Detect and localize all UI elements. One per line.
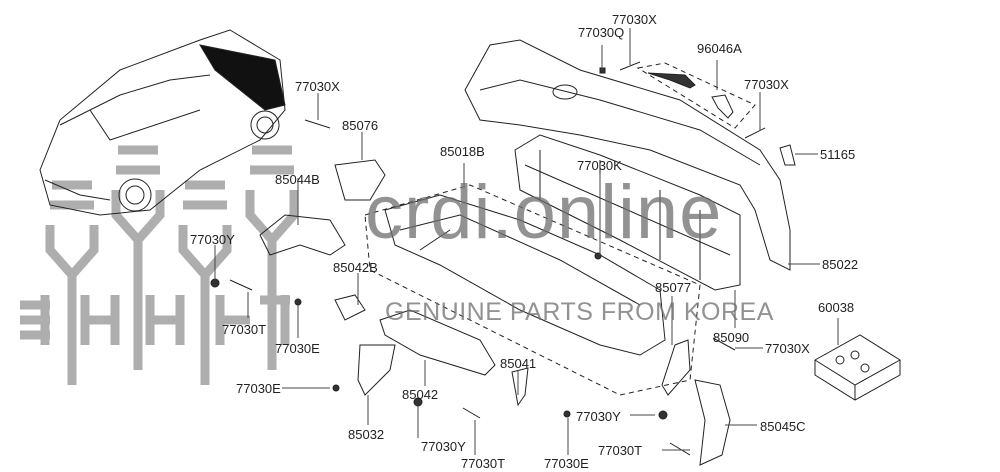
callout-77030E: 77030E [275,341,320,356]
lower-diffuser [364,184,701,396]
side-bracket-right [511,144,796,466]
clip-kit-box [814,334,901,401]
side-bracket-left [259,159,496,396]
watermark-logo [20,145,299,385]
callout-85076: 85076 [342,118,379,133]
callout-85045C: 85045C [760,419,806,434]
callout-77030X: 77030X [295,79,340,94]
callout-85022: 85022 [822,257,859,272]
rear-bumper-cover [464,39,791,271]
callout-77030Y: 77030Y [421,439,466,454]
callout-77030X: 77030X [765,341,810,356]
callout-85032: 85032 [348,427,385,442]
callout-77030K: 77030K [577,158,622,173]
callout-77030X: 77030X [612,12,657,27]
callout-85077: 85077 [655,280,692,295]
callout-85042: 85042 [402,387,439,402]
leader-lines [214,28,839,455]
callout-96046A: 96046A [697,41,742,56]
callout-85041: 85041 [500,356,537,371]
callout-60038: 60038 [818,300,855,315]
callout-77030Y: 77030Y [190,232,235,247]
callout-77030Y: 77030Y [576,409,621,424]
watermark-tagline: GENUINE PARTS FROM KOREA [385,298,774,326]
callout-77030T: 77030T [461,456,506,471]
callout-85018B: 85018B [440,144,485,159]
callout-77030Q: 77030Q [578,25,625,40]
callout-85044B: 85044B [275,172,320,187]
reflector-parts [636,62,756,129]
callout-77030T: 77030T [222,322,267,337]
fasteners [210,67,668,420]
callout-77030X: 77030X [744,77,789,92]
callout-51165: 51165 [820,147,856,162]
callout-85090: 85090 [713,330,750,345]
car-illustration [39,29,286,216]
callout-77030E: 77030E [544,456,589,471]
callout-77030E: 77030E [236,381,281,396]
callout-85042B: 85042B [333,260,378,275]
watermark-site-text: crdi.online [365,170,723,255]
screws [229,61,766,456]
callout-77030T: 77030T [598,443,643,458]
